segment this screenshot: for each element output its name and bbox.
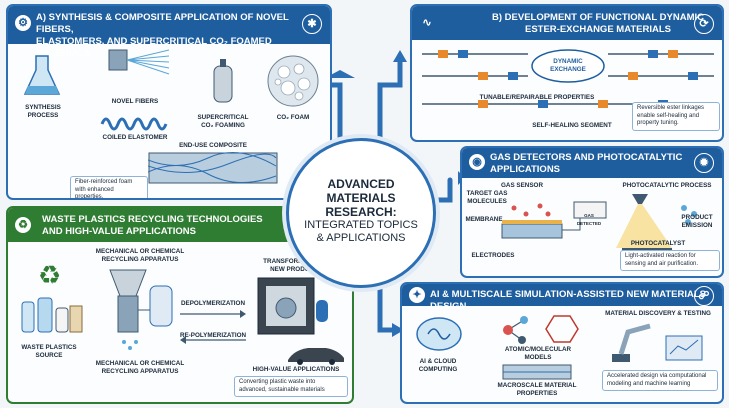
fiber-spinner-icon	[108, 49, 170, 75]
process-arrows	[180, 310, 246, 344]
panel-gas-note: Light-activated reaction for sensing and…	[620, 250, 720, 271]
panel-ai-header: ✦ AI & MULTISCALE SIMULATION-ASSISTED NE…	[402, 284, 722, 312]
panel-ester-exchange-header: ∿ B) DEVELOPMENT OF FUNCTIONAL DYNAMIC E…	[412, 6, 722, 40]
molecule-icon: ✱	[302, 14, 322, 34]
composite-block-icon	[148, 152, 278, 184]
panel-gas-detectors: ◉ GAS DETECTORS AND PHOTOCATALYTIC APPLI…	[460, 146, 724, 278]
flask-icon	[23, 55, 61, 95]
label-discovery: MATERIAL DISCOVERY & TESTING	[605, 310, 711, 317]
foam-icon	[267, 55, 319, 107]
label-emission: PRODUCT EMISSION	[681, 214, 713, 229]
center-title-line-3: RESEARCH:	[325, 205, 397, 219]
label-detected: GAS DETECTED	[576, 213, 602, 226]
label-tunable: TUNABLE/REPAIRABLE PROPERTIES	[479, 94, 595, 101]
panel-ai-simulation: ✦ AI & MULTISCALE SIMULATION-ASSISTED NE…	[400, 282, 724, 404]
label-macro: MACROSCALE MATERIAL PROPERTIES	[497, 382, 577, 397]
label-apparatus-top: MECHANICAL OR CHEMICAL RECYCLING APPARAT…	[95, 248, 185, 263]
recycle-bottles-icon: ♻	[21, 261, 83, 333]
panel-ai-title: AI & MULTISCALE SIMULATION-ASSISTED NEW …	[430, 289, 707, 312]
label-sensor: GAS SENSOR	[501, 182, 543, 189]
panel-waste-title-2: AND HIGH-VALUE APPLICATIONS	[42, 226, 196, 237]
label-synthesis: SYNTHESIS PROCESS	[25, 104, 61, 119]
label-repoly: RE-POLYMERIZATION	[179, 332, 247, 339]
gear-icon: ⚙	[15, 15, 31, 31]
label-elastomer: COILED ELASTOMER	[102, 134, 168, 141]
brain-cloud-icon	[416, 317, 462, 351]
center-hub: ADVANCED MATERIALS RESEARCH: INTEGRATED …	[286, 138, 436, 288]
bulb-icon: ✹	[694, 153, 714, 173]
label-apparatus-bottom: MECHANICAL OR CHEMICAL RECYCLING APPARAT…	[95, 360, 185, 375]
panel-synthesis-title-1: A) SYNTHESIS & COMPOSITE APPLICATION OF …	[36, 12, 289, 35]
label-foaming: SUPERCRITICAL CO₂ FOAMING	[197, 114, 249, 129]
coil-icon	[100, 117, 168, 131]
panel-synthesis-title-2: ELASTOMERS, AND SUPERCRITICAL CO₂ FOAMED…	[36, 36, 272, 59]
label-target: TARGET GAS MOLECULES	[466, 190, 508, 205]
panel-ester-title-2: ESTER-EXCHANGE MATERIALS	[524, 24, 672, 35]
label-atomic: ATOMIC/MOLECULAR MODELS	[504, 346, 572, 361]
label-foam: CO₂ FOAM	[276, 114, 310, 121]
label-composite: END-USE COMPOSITE	[179, 142, 247, 149]
ai-icon: ✦	[409, 287, 425, 303]
panel-synthesis-header: ⚙ A) SYNTHESIS & COMPOSITE APPLICATION O…	[8, 6, 330, 59]
network-icon: ☍	[694, 286, 714, 306]
label-cloud: AI & CLOUD COMPUTING	[418, 358, 458, 373]
label-membrane: MEMBRANE	[465, 216, 503, 223]
panel-gas-title-1: GAS DETECTORS AND PHOTOCATALYTIC	[490, 152, 683, 163]
panel-waste-note: Converting plastic waste into advanced, …	[234, 376, 348, 397]
label-photo: PHOTOCATALYTIC PROCESS	[622, 182, 712, 189]
macroscale-block-icon	[502, 364, 572, 380]
panel-synthesis-note: Fiber-reinforced foam with enhanced prop…	[70, 176, 148, 198]
center-sub-line-1: INTEGRATED TOPICS	[304, 219, 418, 231]
dna-icon: ∿	[422, 17, 432, 29]
label-electrodes: ELECTRODES	[471, 252, 515, 259]
center-sub-line-2: & APPLICATIONS	[316, 232, 406, 244]
car-icon	[288, 348, 344, 365]
center-title-line-2: MATERIALS	[326, 191, 396, 205]
label-depoly: DEPOLYMERIZATION	[180, 300, 246, 307]
panel-ai-note: Accelerated design via computational mod…	[602, 370, 718, 391]
robot-arm-icon	[612, 323, 703, 362]
center-title-line-1: ADVANCED	[327, 177, 395, 191]
center-title: ADVANCED MATERIALS RESEARCH:	[289, 177, 433, 219]
recycle-icon: ♻	[15, 217, 31, 233]
panel-ester-title-1: B) DEVELOPMENT OF FUNCTIONAL DYNAMIC	[492, 12, 704, 23]
label-source: WASTE PLASTICS SOURCE	[21, 344, 77, 359]
sensor-icon: ◉	[469, 154, 485, 170]
panel-ester-exchange: ∿ B) DEVELOPMENT OF FUNCTIONAL DYNAMIC E…	[410, 4, 724, 142]
panel-gas-header: ◉ GAS DETECTORS AND PHOTOCATALYTIC APPLI…	[462, 148, 722, 178]
molecule-model-icon	[503, 315, 579, 344]
recycling-apparatus-icon	[109, 269, 173, 350]
label-selfheal: SELF-HEALING SEGMENT	[532, 122, 612, 129]
label-exchange: DYNAMIC EXCHANGE	[550, 58, 586, 73]
svg-text:♻: ♻	[38, 261, 61, 291]
refresh-icon: ⟳	[694, 14, 714, 34]
panel-ester-note: Reversible ester linkages enable self-he…	[632, 102, 720, 131]
label-highvalue: HIGH-VALUE APPLICATIONS	[252, 366, 340, 373]
3d-printer-icon	[257, 277, 328, 335]
panel-waste-title-1: WASTE PLASTICS RECYCLING TECHNOLOGIES	[42, 214, 263, 225]
pressure-vessel-icon	[213, 59, 233, 103]
label-fibers: NOVEL FIBERS	[111, 98, 159, 105]
gas-sensor-device	[501, 201, 607, 239]
panel-synthesis: ⚙ A) SYNTHESIS & COMPOSITE APPLICATION O…	[6, 4, 332, 200]
label-catalyst: PHOTOCATALYST	[630, 240, 686, 247]
photocatalysis-scene	[616, 194, 697, 251]
center-subtitle: INTEGRATED TOPICS & APPLICATIONS	[289, 219, 433, 245]
panel-gas-title-2: APPLICATIONS	[490, 164, 561, 175]
